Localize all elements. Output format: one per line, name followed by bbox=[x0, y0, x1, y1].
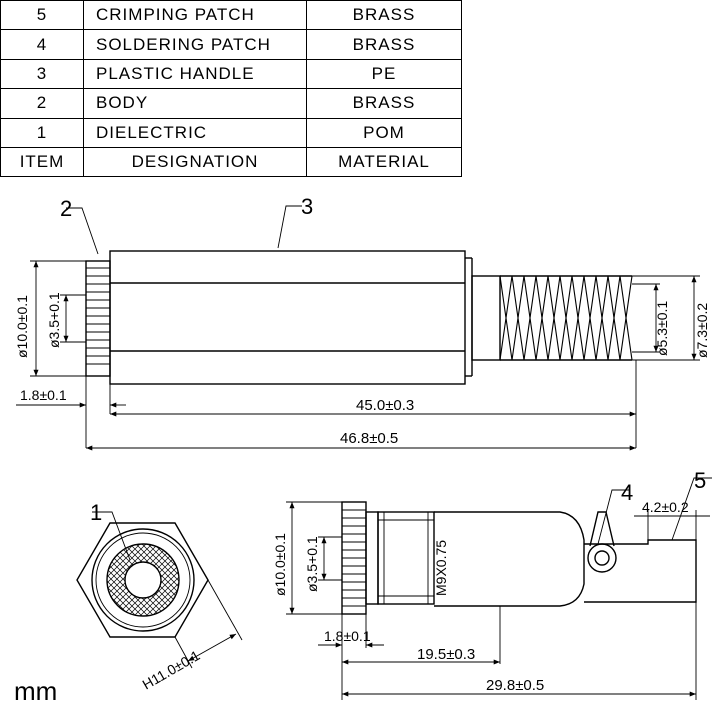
dim-hex-size: H11.0±0.1 bbox=[140, 647, 203, 693]
table-header-row: ITEM DESIGNATION MATERIAL bbox=[0, 146, 462, 178]
designation-cell: BODY bbox=[83, 88, 307, 119]
end-view-dimensions bbox=[92, 511, 243, 669]
spring-coil bbox=[499, 275, 633, 361]
material-cell: BRASS bbox=[306, 88, 462, 119]
dim-total-length: 29.8±0.5 bbox=[486, 677, 544, 694]
dim-body-length: 19.5±0.3 bbox=[417, 646, 475, 663]
dim-crimp-width: 4.2±0.2 bbox=[642, 499, 689, 515]
table-row: 4 SOLDERING PATCH BRASS bbox=[0, 29, 462, 60]
item-cell: 3 bbox=[0, 58, 84, 90]
material-header: MATERIAL bbox=[306, 146, 462, 178]
spring-core bbox=[471, 275, 501, 361]
bill-of-materials-table: 5 CRIMPING PATCH BRASS 4 SOLDERING PATCH… bbox=[0, 0, 462, 178]
dim-flange-width: 1.8±0.1 bbox=[324, 628, 371, 644]
material-cell: POM bbox=[306, 117, 462, 148]
end-view bbox=[76, 522, 209, 638]
material-cell: BRASS bbox=[306, 0, 462, 31]
dim-bore-diameter: ø3.5+0.1 bbox=[304, 536, 320, 592]
solder-eye bbox=[587, 543, 617, 573]
balloon-dielectric: 1 bbox=[90, 500, 102, 525]
balloon-handle: 3 bbox=[301, 194, 313, 219]
side-view-dimensions bbox=[16, 205, 700, 451]
dim-total-length: 46.8±0.5 bbox=[340, 430, 398, 447]
side-view bbox=[85, 250, 633, 385]
dim-bore-diameter: ø3.5+0.1 bbox=[46, 292, 62, 348]
solder-body bbox=[434, 511, 585, 607]
threaded-section bbox=[377, 511, 435, 605]
knurled-flange bbox=[85, 260, 111, 377]
designation-header: DESIGNATION bbox=[83, 146, 307, 178]
dim-outer-diameter: ø10.0±0.1 bbox=[14, 295, 30, 358]
center-bore bbox=[124, 561, 162, 599]
balloon-solder: 4 bbox=[621, 480, 633, 505]
dim-outer-diameter: ø10.0±0.1 bbox=[272, 533, 288, 596]
internal-view-dimensions bbox=[286, 477, 712, 700]
table-row: 5 CRIMPING PATCH BRASS bbox=[0, 0, 462, 31]
balloon-body: 2 bbox=[60, 196, 72, 221]
crimp-tab bbox=[584, 539, 697, 603]
unit-label: mm bbox=[14, 676, 58, 706]
dim-spring-inner: ø5.3±0.1 bbox=[654, 301, 670, 356]
dim-thread: M9X0.75 bbox=[433, 540, 449, 596]
dim-body-length: 45.0±0.3 bbox=[356, 397, 414, 414]
knurl-circle bbox=[91, 528, 195, 632]
material-cell: BRASS bbox=[306, 29, 462, 60]
table-row: 2 BODY BRASS bbox=[0, 88, 462, 119]
dim-spring-outer: ø7.3±0.2 bbox=[694, 303, 710, 358]
table-row: 1 DIELECTRIC POM bbox=[0, 117, 462, 148]
balloon-crimp: 5 bbox=[694, 468, 706, 493]
knurl-lines bbox=[86, 267, 110, 365]
plastic-handle bbox=[109, 250, 466, 385]
designation-cell: SOLDERING PATCH bbox=[83, 29, 307, 60]
side-view-labels: 2 3 ø10.0±0.1 ø3.5+0.1 1.8±0.1 45.0±0.3 … bbox=[14, 194, 710, 447]
internal-view bbox=[341, 501, 697, 615]
item-header: ITEM bbox=[0, 146, 84, 178]
dim-flange-width: 1.8±0.1 bbox=[20, 387, 67, 403]
item-cell: 1 bbox=[0, 117, 84, 148]
internal-view-labels: 4 5 ø10.0±0.1 ø3.5+0.1 M9X0.75 1.8±0.1 1… bbox=[272, 468, 706, 694]
